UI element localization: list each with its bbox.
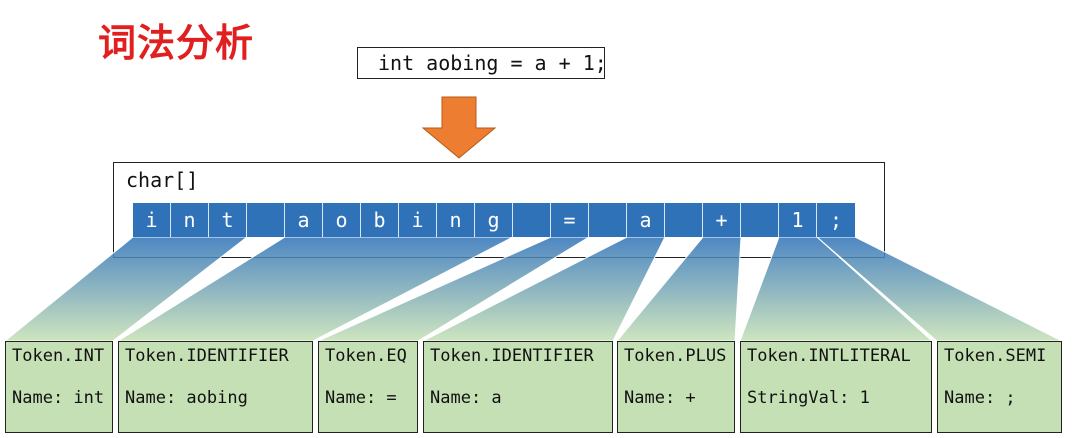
funnel-connector [815,236,1063,342]
char-cell: i [133,203,171,237]
token-box: Token.EQ Name: = [318,341,418,433]
token-box: Token.INTLITERAL StringVal: 1 [740,341,932,433]
token-box: Token.INT Name: int [5,341,113,433]
token-value: Name: ; [944,388,1016,408]
char-cell: o [323,203,361,237]
char-cell: g [475,203,513,237]
down-arrow-icon [421,96,497,159]
token-type: Token.IDENTIFIER [125,346,289,366]
source-code-box: int aobing = a + 1; [357,47,607,79]
char-cell: n [437,203,475,237]
token-value: Name: = [325,388,397,408]
char-cell [513,203,551,237]
char-array-label: char[] [126,168,199,192]
token-box: Token.SEMI Name: ; [937,341,1062,433]
char-cell: t [209,203,247,237]
token-box: Token.PLUS Name: + [617,341,735,433]
token-type: Token.SEMI [944,346,1047,366]
char-cell: ; [817,203,855,237]
token-type: Token.INT [12,346,105,366]
token-value: Name: + [624,388,696,408]
char-cell: b [361,203,399,237]
funnel-connector [3,236,249,342]
char-cell: = [551,203,589,237]
char-cell: + [703,203,741,237]
page-title: 词法分析 [98,21,255,65]
char-cell: i [399,203,437,237]
char-cell [741,203,779,237]
token-value: Name: a [430,388,502,408]
token-type: Token.EQ [325,346,407,366]
token-value: Name: aobing [125,388,248,408]
char-cell: a [627,203,665,237]
funnel-connector [422,236,666,342]
funnel-connector [317,236,591,342]
token-box: Token.IDENTIFIER Name: aobing [118,341,313,433]
funnel-connector [116,236,514,342]
char-cell [589,203,627,237]
token-value: Name: int [12,388,105,408]
char-cell [247,203,285,237]
funnel-connector [615,236,742,342]
funnel-connector [739,236,934,342]
token-box: Token.IDENTIFIER Name: a [423,341,613,433]
char-cell: a [285,203,323,237]
token-type: Token.IDENTIFIER [430,346,594,366]
token-type: Token.PLUS [624,346,727,366]
token-value: StringVal: 1 [747,388,870,408]
char-cell: 1 [779,203,817,237]
char-cell: n [171,203,209,237]
funnel-connectors [3,236,1063,342]
char-cell [665,203,703,237]
token-type: Token.INTLITERAL [747,346,911,366]
